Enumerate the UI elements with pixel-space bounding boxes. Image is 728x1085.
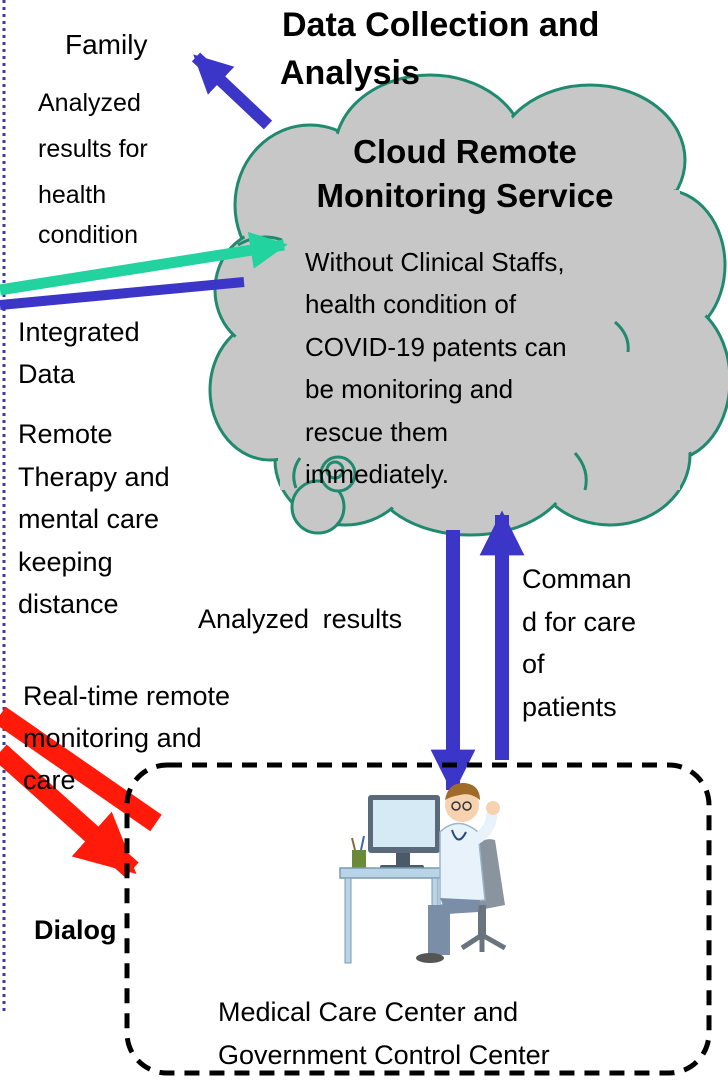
remote-therapy-line: keeping (18, 547, 113, 577)
cloud-title-line1: Cloud Remote (353, 133, 577, 170)
doctor-at-desk-illustration (339, 782, 507, 964)
cloud-body-line: COVID-19 patents can (305, 332, 567, 362)
cloud-body-line: immediately. (305, 459, 450, 489)
cloud-body-line: be monitoring and (305, 374, 514, 404)
remote-therapy-line: mental care (18, 504, 160, 534)
cloud-bubbles (290, 455, 357, 535)
remote-therapy-line: Therapy and (18, 462, 170, 492)
analyzed-health-line: condition (38, 221, 139, 249)
integrated-data-line: Data (18, 359, 76, 389)
center-label-line1: Medical Care Center and (218, 997, 519, 1027)
realtime-line: care (23, 765, 76, 795)
cloud-fill (213, 78, 727, 532)
integrated-data-line: Integrated (18, 317, 140, 347)
arrow-analyzed-to-cloud (0, 231, 288, 296)
cloud-title-line2: Monitoring Service (316, 177, 614, 214)
command-line: of (522, 649, 545, 679)
arrow-to-family (191, 52, 273, 130)
red-line-monitoring (0, 706, 162, 832)
command-line: patients (522, 692, 617, 722)
realtime-line: monitoring and (23, 723, 202, 753)
analyzed-health-line: Analyzed (38, 89, 141, 117)
center-box (124, 762, 712, 1076)
cloud-body-line: health condition of (305, 289, 517, 319)
analyzed-health-line: results for (38, 135, 148, 163)
command-line: Comman (522, 564, 632, 594)
cloud-body-line: rescue them (305, 417, 449, 447)
red-arrow-dialog (0, 744, 139, 878)
line-integrated-data (0, 277, 245, 310)
center-label-line2: Government Control Center (218, 1040, 550, 1070)
realtime-line: Real-time remote (23, 681, 231, 711)
diagram-title-line1: Data Collection and (282, 6, 600, 44)
family-label: Family (65, 29, 148, 60)
analyzed-results-label: Analyzed results (198, 604, 403, 634)
diagram-title-line2: Analysis (280, 54, 420, 92)
remote-therapy-line: distance (18, 589, 119, 619)
remote-therapy-line: Remote (18, 419, 113, 449)
cloud-body-line: Without Clinical Staffs, (305, 247, 565, 277)
command-line: d for care (522, 607, 637, 637)
dialog-label: Dialog (34, 915, 117, 945)
analyzed-health-line: health (38, 181, 107, 209)
